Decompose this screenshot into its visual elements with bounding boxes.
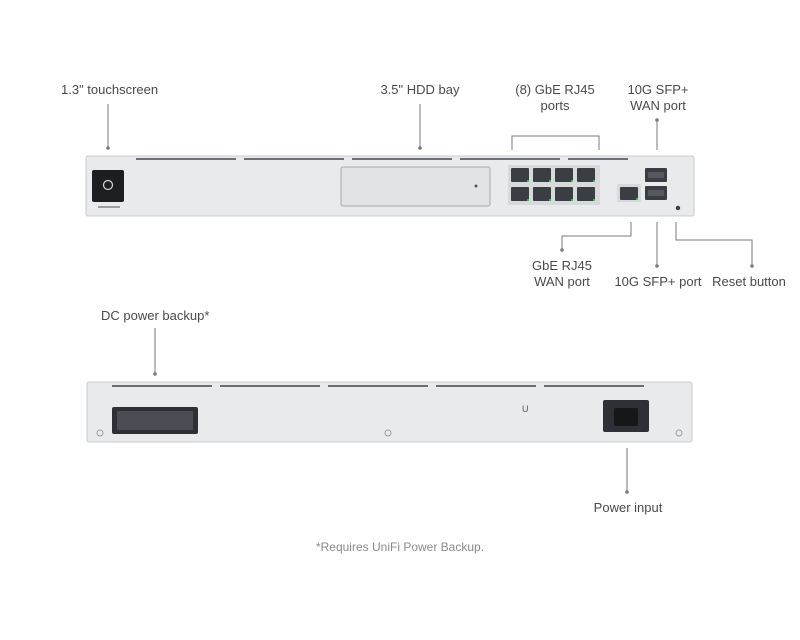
label-gbe-ports-line1: (8) GbE RJ45 <box>515 82 595 97</box>
label-sfp-wan-line1: 10G SFP+ <box>627 82 689 97</box>
rear-panel: U <box>86 381 693 443</box>
label-hdd-bay: 3.5" HDD bay <box>380 82 460 97</box>
label-rj45-wan-line2: WAN port <box>534 274 590 289</box>
label-dc-backup: DC power backup* <box>101 308 210 323</box>
footnote: *Requires UniFi Power Backup. <box>315 540 485 554</box>
dc-power-connector <box>112 407 198 434</box>
front-panel <box>85 155 695 217</box>
label-gbe-ports-line2: ports <box>540 98 570 113</box>
label-touchscreen: 1.3" touchscreen <box>61 82 159 97</box>
label-rj45-wan-line1: GbE RJ45 <box>532 258 592 273</box>
ubiquiti-logo-mark: U <box>522 404 529 414</box>
label-rj45-wan: GbE RJ45 WAN port <box>522 258 602 290</box>
front-callouts <box>106 104 754 268</box>
label-power-input: Power input <box>593 500 663 515</box>
ac-power-inlet <box>603 400 649 432</box>
hdd-bay <box>340 166 491 207</box>
label-reset: Reset button <box>712 274 786 289</box>
reset-button-hole <box>675 205 681 211</box>
rj45-wan-port <box>617 184 641 202</box>
label-gbe-ports: (8) GbE RJ45 ports <box>505 82 605 114</box>
label-sfp-port: 10G SFP+ port <box>614 274 702 289</box>
gbe-ports <box>508 165 600 205</box>
sfp-ports <box>645 168 667 200</box>
rear-callouts <box>153 328 629 494</box>
label-sfp-wan-line2: WAN port <box>630 98 686 113</box>
label-sfp-wan: 10G SFP+ WAN port <box>618 82 698 114</box>
touchscreen-display <box>92 170 124 208</box>
